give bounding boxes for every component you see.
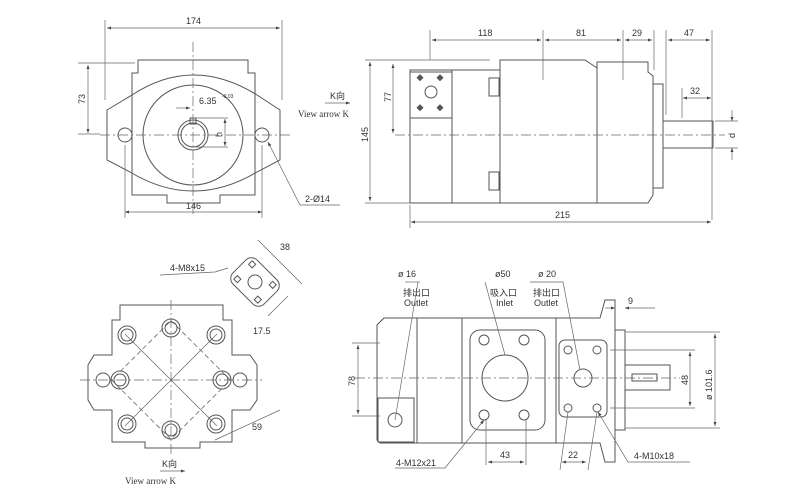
dim-215: 215 xyxy=(555,210,570,220)
dim-43: 43 xyxy=(500,450,510,460)
shaft-side xyxy=(662,120,714,149)
dim-pilot-dia: ø 101.6 xyxy=(704,369,714,400)
dim-47: 47 xyxy=(684,28,694,38)
dim-38: 38 xyxy=(280,242,290,252)
view-arrow-en: View arrow K xyxy=(298,109,349,119)
shaft-key xyxy=(631,373,658,382)
dim-h: h xyxy=(214,132,224,137)
outlet1-dia: ø 16 xyxy=(398,269,416,279)
middle-body xyxy=(451,69,501,204)
front-section-top xyxy=(555,299,616,463)
holes-label: 2-Ø14 xyxy=(305,194,330,204)
inlet-bolts xyxy=(478,334,530,421)
port-pad-detail xyxy=(230,257,280,307)
front-view: 174 73 146 6.35 -0.03 h 2-Ø14 K向 View ar… xyxy=(77,16,350,218)
outlet1-pad xyxy=(377,397,415,443)
dim-73: 73 xyxy=(77,94,87,104)
view-arrow-k-cn: K向 xyxy=(162,458,177,469)
dim-145: 145 xyxy=(360,127,370,142)
mounting-flange-side xyxy=(652,83,664,189)
dim-48: 48 xyxy=(680,375,690,385)
flange-top xyxy=(614,329,626,431)
inlet-en: Inlet xyxy=(496,298,514,308)
outlet2-en: Outlet xyxy=(534,298,559,308)
front-section xyxy=(596,61,654,204)
dim-81: 81 xyxy=(576,28,586,38)
dim-22: 22 xyxy=(568,450,578,460)
dim-174: 174 xyxy=(186,16,201,26)
bolt-heads xyxy=(95,318,248,440)
side-view: 118 81 29 47 32 d 145 77 215 xyxy=(360,28,738,228)
dim-key-tol: -0.03 xyxy=(222,94,234,100)
dim-59: 59 xyxy=(252,422,262,432)
bolts-m8-label: 4-M8x15 xyxy=(170,263,205,273)
view-arrow-k-en: View arrow K xyxy=(125,476,176,486)
outlet-port-flange xyxy=(409,69,453,119)
dim-118: 118 xyxy=(478,28,492,38)
outlet2-pad xyxy=(558,339,608,418)
main-body xyxy=(499,59,598,204)
mounting-flange xyxy=(106,74,281,192)
rear-view: 4-M8x15 38 17.5 59 K向 View arrow K xyxy=(80,239,303,486)
inlet-pad xyxy=(469,329,546,431)
rear-body-outline xyxy=(87,304,258,449)
dim-78: 78 xyxy=(347,376,357,386)
outlet1-en: Outlet xyxy=(404,298,429,308)
inlet-cn: 吸入口 xyxy=(490,288,517,298)
dim-29: 29 xyxy=(632,28,642,38)
dim-17-5: 17.5 xyxy=(253,326,271,336)
bolts-m12-label: 4-M12x21 xyxy=(396,458,436,468)
dim-77: 77 xyxy=(383,92,393,102)
body-outline xyxy=(131,59,256,204)
dim-146: 146 xyxy=(186,201,201,211)
main-body-top xyxy=(461,317,557,444)
shaft-top xyxy=(624,364,671,391)
dim-9: 9 xyxy=(628,296,633,306)
view-arrow-cn: K向 xyxy=(330,90,345,101)
rear-cover xyxy=(409,71,453,204)
dim-key-width: 6.35 xyxy=(199,96,217,106)
top-view: ø 16 排出口 Outlet ø50 吸入口 Inlet ø 20 排出口 O… xyxy=(347,269,720,471)
inlet-dia: ø50 xyxy=(495,269,511,279)
outlet2-dia: ø 20 xyxy=(538,269,556,279)
dim-32: 32 xyxy=(690,86,700,96)
bolts-m10-label: 4-M10x18 xyxy=(634,451,674,461)
outlet2-cn: 排出口 xyxy=(533,287,560,298)
outlet2-bolts xyxy=(563,345,602,413)
dim-d: d xyxy=(727,133,737,138)
